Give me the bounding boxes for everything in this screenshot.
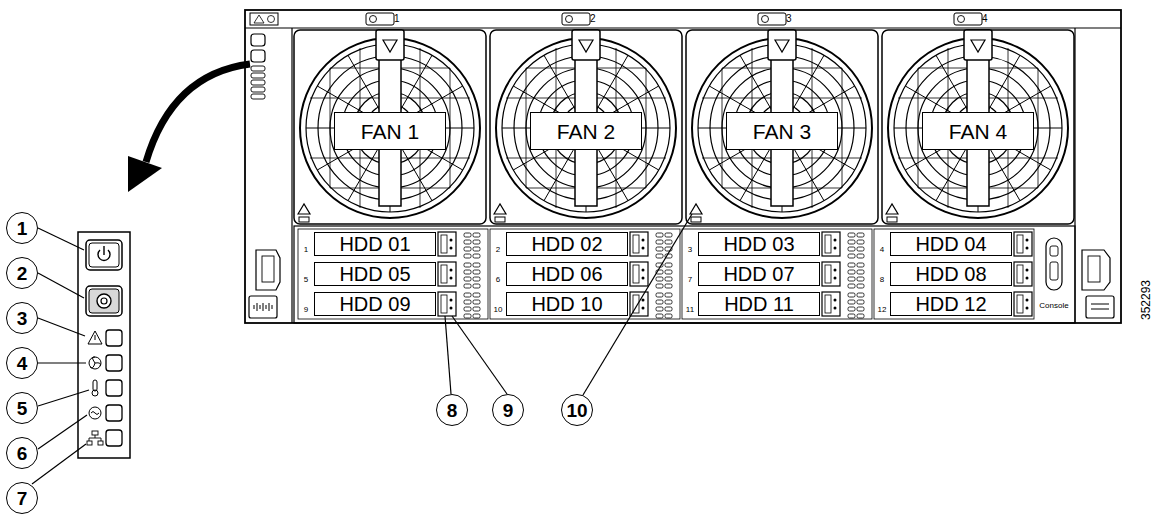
callout-text: 2 <box>17 264 28 283</box>
bay-number: 3 <box>688 246 692 254</box>
label-text: HDD 04 <box>915 234 986 254</box>
right-rack-ear <box>1082 250 1114 318</box>
label-text: HDD 03 <box>723 234 794 254</box>
fan-slot-number: 2 <box>590 14 596 24</box>
drive-label-box: HDD 08 <box>890 262 1012 286</box>
bay-number: 12 <box>878 306 887 314</box>
callout-number: 7 <box>6 482 38 514</box>
fan-label-box: FAN 4 <box>922 112 1034 150</box>
fan-label-box: FAN 3 <box>726 112 838 150</box>
label-text: HDD 11 <box>724 294 794 314</box>
fan-label-box: FAN 1 <box>334 112 446 150</box>
bay-number: 6 <box>496 276 500 284</box>
callout-number: 8 <box>436 394 468 426</box>
fan-slot-number: 3 <box>786 14 792 24</box>
drive-label-box: HDD 07 <box>698 262 820 286</box>
label-text: HDD 02 <box>531 234 602 254</box>
label-text: HDD 12 <box>915 294 986 314</box>
label-text: HDD 10 <box>531 294 602 314</box>
chassis <box>245 10 1121 323</box>
drive-label-box: HDD 05 <box>314 262 436 286</box>
fan-slot-number: 1 <box>394 14 400 24</box>
callout-text: 8 <box>447 401 458 420</box>
callout-text: 10 <box>566 401 587 420</box>
drive-label-box: HDD 09 <box>314 292 436 316</box>
callout-number: 1 <box>6 212 38 244</box>
drive-label-box: HDD 04 <box>890 232 1012 256</box>
callout-text: 6 <box>17 444 28 463</box>
bay-number: 1 <box>304 246 308 254</box>
label-text: FAN 4 <box>949 121 1007 142</box>
drive-bays <box>294 226 1075 323</box>
label-text: HDD 07 <box>723 264 794 284</box>
callout-number: 9 <box>492 394 524 426</box>
callout-number: 4 <box>6 347 38 379</box>
label-text: HDD 09 <box>339 294 410 314</box>
leader-lines <box>32 214 692 484</box>
drive-label-box: HDD 11 <box>698 292 820 316</box>
label-text: FAN 2 <box>557 121 615 142</box>
label-text: FAN 1 <box>361 121 419 142</box>
callout-number: 2 <box>6 257 38 289</box>
label-text: HDD 05 <box>339 264 410 284</box>
bay-number: 2 <box>496 246 500 254</box>
control-panel-inset <box>78 232 130 458</box>
callout-number: 10 <box>561 394 593 426</box>
bay-number: 8 <box>880 276 884 284</box>
bay-number: 10 <box>494 306 503 314</box>
label-text: FAN 3 <box>753 121 811 142</box>
label-text: HDD 08 <box>915 264 986 284</box>
drive-label-box: HDD 03 <box>698 232 820 256</box>
left-rack-ear <box>249 34 280 318</box>
callout-text: 4 <box>17 354 28 373</box>
bay-number: 7 <box>688 276 692 284</box>
bay-number: 11 <box>686 306 694 314</box>
bay-number: 9 <box>304 306 308 314</box>
label-text: HDD 01 <box>339 234 410 254</box>
zoom-arrow <box>128 64 250 192</box>
figure-number: 352293 <box>1140 280 1152 320</box>
callout-text: 3 <box>17 309 28 328</box>
fan-slot-icons <box>366 13 982 25</box>
callout-text: 7 <box>17 489 28 508</box>
drive-label-box: HDD 12 <box>890 292 1012 316</box>
callout-text: 1 <box>17 219 28 238</box>
callout-number: 6 <box>6 437 38 469</box>
callout-number: 5 <box>6 392 38 424</box>
callout-text: 5 <box>17 399 28 418</box>
callout-text: 9 <box>503 401 514 420</box>
fan-slot-number: 4 <box>982 14 988 24</box>
callout-number: 3 <box>6 302 38 334</box>
fan-module <box>294 30 1074 224</box>
label-text: HDD 06 <box>531 264 602 284</box>
drive-label-box: HDD 10 <box>506 292 628 316</box>
drive-label-box: HDD 06 <box>506 262 628 286</box>
drive-label-box: HDD 01 <box>314 232 436 256</box>
fan-label-box: FAN 2 <box>530 112 642 150</box>
port-label: Console <box>1039 302 1068 310</box>
bay-number: 5 <box>304 276 308 284</box>
bay-number: 4 <box>880 246 884 254</box>
drive-label-box: HDD 02 <box>506 232 628 256</box>
